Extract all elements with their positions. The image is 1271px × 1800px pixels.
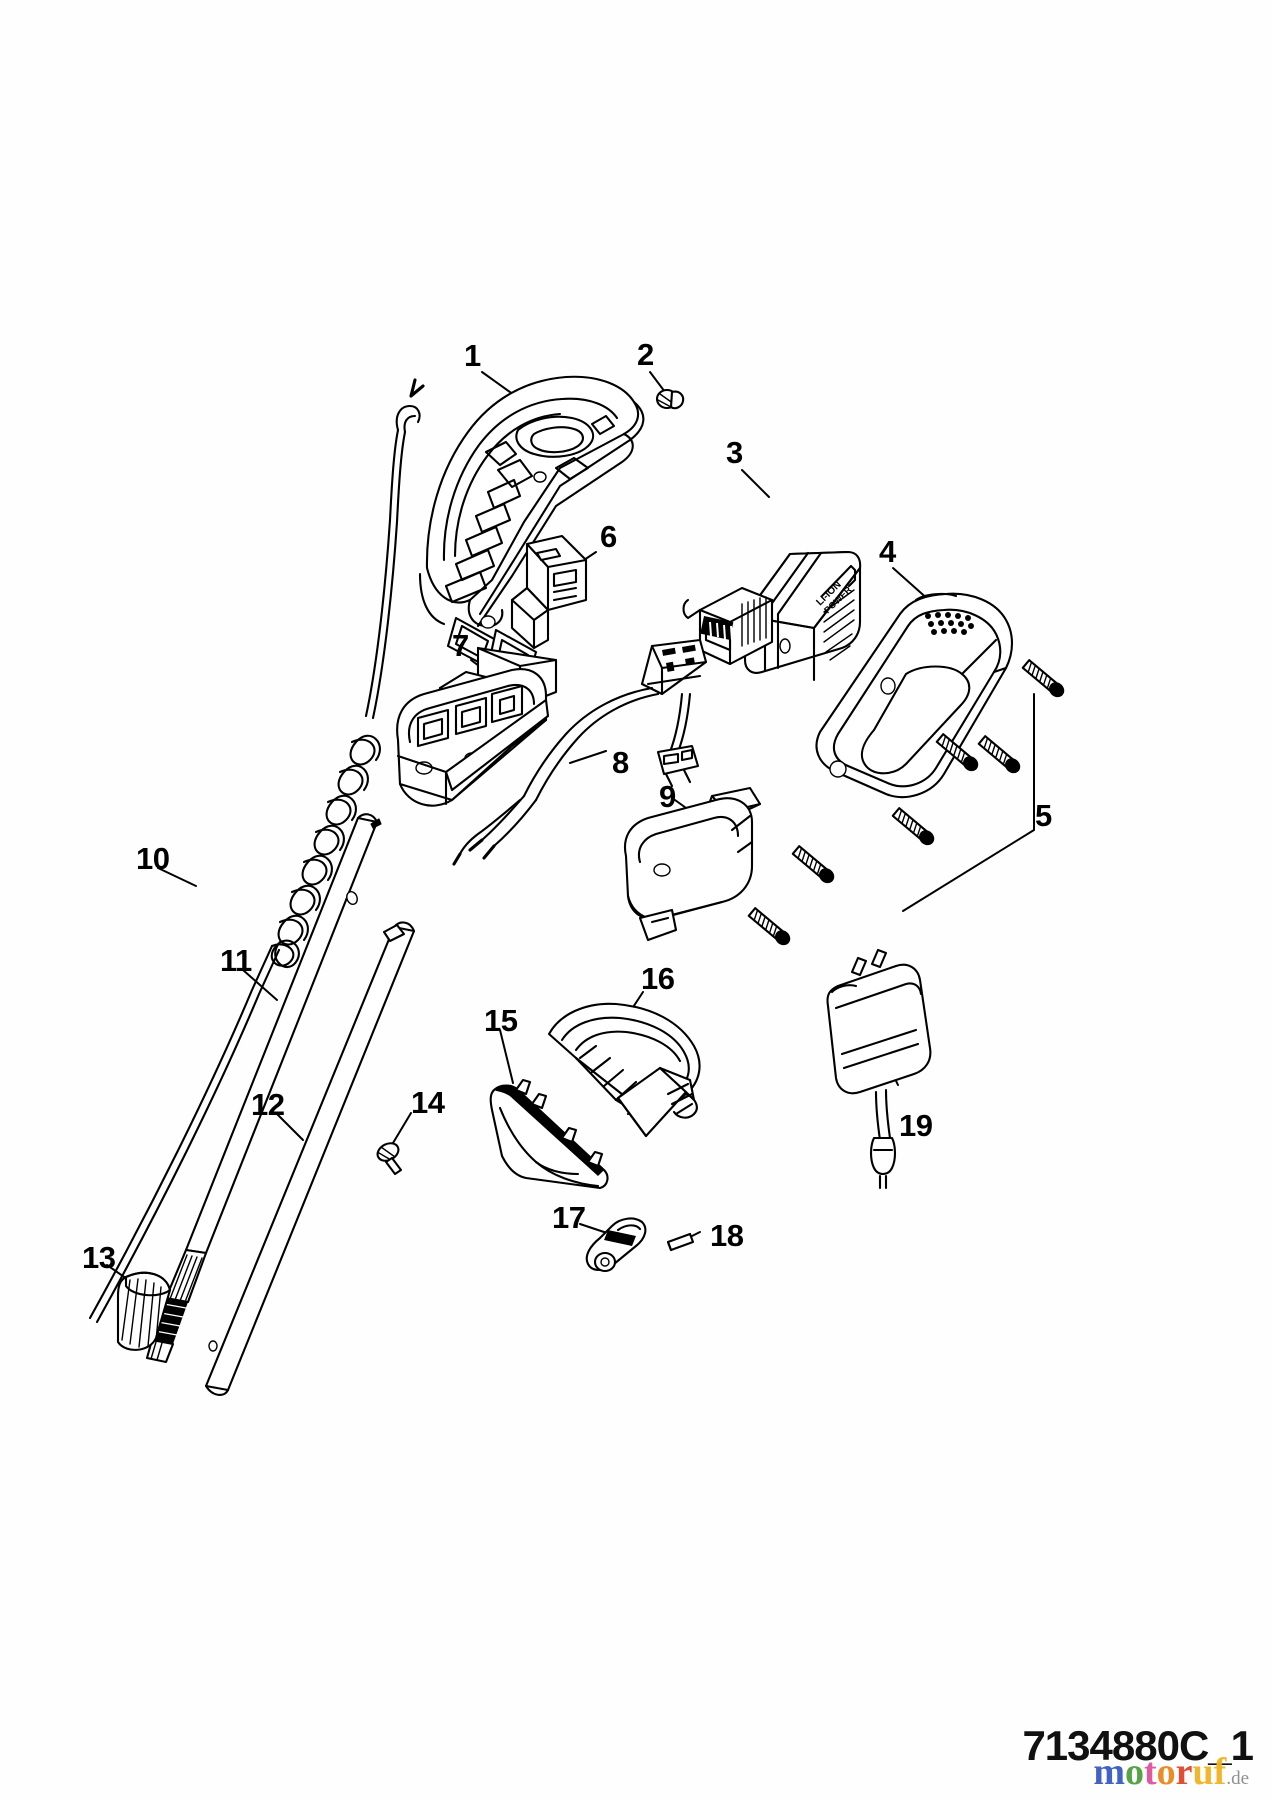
callout-4: 4 [879,534,896,569]
watermark-letter: t [1143,1751,1157,1793]
part-6-switch-block [510,534,588,650]
part-4-handle-cover [815,592,1014,799]
part-19-battery-charger-adapter [826,948,932,1190]
part-17-clip-lever [585,1217,647,1273]
callout-3: 3 [726,435,743,470]
part-15-guard-edge-strip [489,1078,609,1190]
part-9-battery-housing-cover [624,786,762,942]
callout-18: 18 [710,1218,744,1253]
callout-6: 6 [600,519,617,554]
part-13-end-cap [116,1271,172,1351]
callout-15: 15 [484,1003,518,1038]
part-5-screw-set [747,659,1065,946]
part-16-blade-guard-shield [547,1002,701,1138]
part-12-lower-shaft-tube [204,921,416,1396]
callout-19: 19 [899,1108,933,1143]
part-14-fastener-screw [376,1142,403,1176]
callout-7: 7 [452,628,469,663]
part-3-li-ion-battery-pack: LI-ION POWER [682,550,862,682]
callout-14: 14 [411,1085,445,1120]
callout-2: 2 [637,337,654,372]
part-11-upper-shaft-tube [145,813,382,1364]
watermark-suffix: .de [1226,1768,1249,1789]
watermark-letter: f [1213,1751,1227,1793]
callout-11: 11 [220,943,252,978]
watermark-letter: r [1175,1751,1193,1793]
callout-12: 12 [251,1087,285,1122]
callout-1: 1 [464,338,481,373]
callout-13: 13 [82,1240,116,1275]
part-10-inner-cable [88,378,425,1324]
drawing-part-number: 7134880C_1 [1022,1722,1254,1769]
watermark-letter: o [1156,1751,1176,1793]
callout-17: 17 [552,1200,586,1235]
watermark-letter: u [1192,1751,1214,1793]
motoruf-watermark: motoruf.de [1093,1750,1249,1794]
part-2-screw-cap [655,388,685,410]
watermark-letter: m [1093,1751,1125,1793]
part-18-pin [666,1232,695,1252]
callout-10: 10 [136,841,170,876]
watermark-letter: o [1124,1751,1144,1793]
part-7-motor-mount-bracket [396,646,558,807]
callout-9: 9 [659,779,676,814]
callout-5: 5 [1035,798,1052,833]
part-8-wiring-harness [452,638,708,866]
callout-8: 8 [612,745,629,780]
callout-16: 16 [641,961,675,996]
